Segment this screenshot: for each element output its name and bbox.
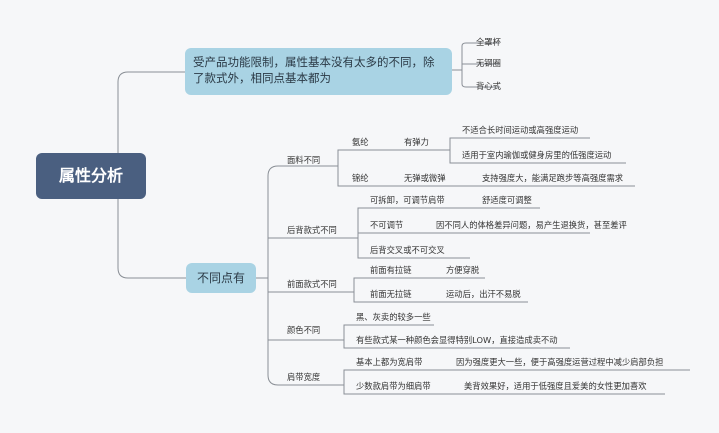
root-node: 属性分析 — [36, 153, 146, 199]
sub2-label: 无弹或微弹 — [404, 173, 446, 183]
detail-text: 运动后，出汗不易脱 — [446, 289, 521, 299]
sub-label: 有些款式某一种颜色会显得特别LOW，直接造成卖不动 — [356, 335, 558, 345]
sub-label: 氨纶 — [352, 137, 369, 147]
summary-item: 无钢圈 — [476, 58, 501, 68]
sub-label: 基本上都为宽肩带 — [356, 357, 423, 367]
sub-label: 不可调节 — [370, 220, 404, 230]
sub-label: 后背交叉或不可交叉 — [370, 245, 445, 255]
summary-item: 背心式 — [476, 81, 501, 91]
detail-text: 因为强度更大一些，便于高强度运营过程中减少肩部负担 — [456, 357, 664, 367]
sub2-label: 有弹力 — [404, 137, 429, 147]
detail-text: 舒适度可调整 — [482, 195, 532, 205]
category-label: 面料不同 — [287, 155, 321, 165]
category-label: 后背款式不同 — [287, 225, 337, 235]
detail-text: 不适合长时间运动或高强度运动 — [462, 125, 579, 135]
detail-text: 适用于室内瑜伽或健身房里的低强度运动 — [462, 150, 612, 160]
category-label: 颜色不同 — [287, 325, 321, 335]
sub-label: 锦纶 — [352, 173, 369, 183]
sub-label: 黑、灰卖的较多一些 — [356, 312, 431, 322]
diff-node: 不同点有 — [186, 263, 256, 293]
summary-item: 全罩杯 — [476, 37, 501, 47]
sub-label: 可拆卸，可调节肩带 — [370, 195, 445, 205]
summary-node: 受产品功能限制，属性基本没有太多的不同，除了款式外，相同点基本都为 — [185, 48, 452, 95]
category-label: 前面款式不同 — [287, 279, 337, 289]
detail-text: 方便穿脱 — [446, 265, 480, 275]
detail-text: 美背效果好，适用于低强度且爱美的女性更加喜欢 — [464, 381, 647, 391]
detail-text: 支持强度大，能满足跑步等高强度需求 — [482, 173, 624, 183]
sub-label: 少数款肩带为细肩带 — [356, 381, 431, 391]
category-label: 肩带宽度 — [287, 372, 321, 382]
detail-text: 因不同人的体格差异问题，易产生退换货，甚至差评 — [436, 220, 627, 230]
sub-label: 前面无拉链 — [370, 289, 412, 299]
sub-label: 前面有拉链 — [370, 265, 412, 275]
